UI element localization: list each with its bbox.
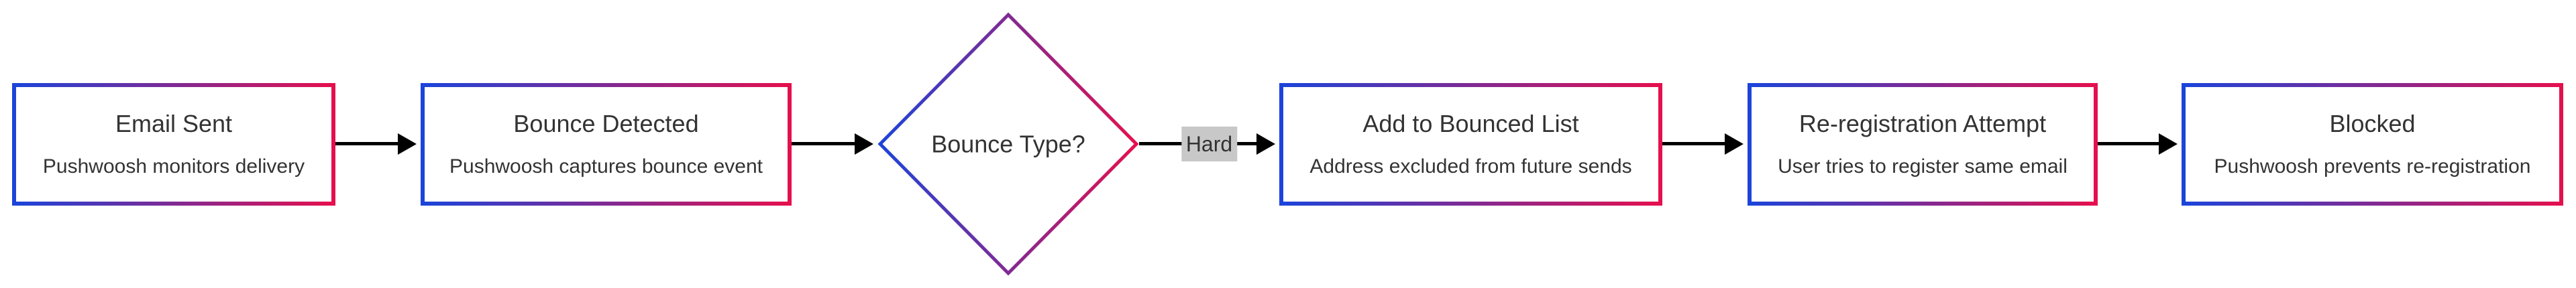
node-title: Re-registration Attempt [1799, 109, 2047, 137]
node-title: Blocked [2329, 109, 2416, 137]
edge-label-hard: Hard [1181, 127, 1238, 161]
flow-arrow-5 [2098, 131, 2182, 157]
flow-arrow-1 [335, 131, 421, 157]
arrow-line [792, 142, 857, 145]
node-subtitle: Address excluded from future sends [1309, 155, 1632, 177]
arrow-line [335, 142, 400, 145]
arrowhead-icon [1256, 133, 1275, 155]
diamond-shape [877, 12, 1139, 276]
node-add-to-bounced-list: Add to Bounced List Address excluded fro… [1279, 82, 1662, 206]
flow-arrow-4 [1662, 131, 1748, 157]
arrowhead-icon [1725, 133, 1743, 155]
node-re-registration-attempt: Re-registration Attempt User tries to re… [1748, 82, 2098, 206]
node-title: Add to Bounced List [1362, 109, 1579, 137]
node-subtitle: Pushwoosh prevents re-registration [2214, 155, 2531, 177]
node-subtitle: Pushwoosh captures bounce event [449, 155, 763, 177]
arrowhead-icon [398, 133, 417, 155]
arrow-line [1662, 142, 1727, 145]
arrowhead-icon [855, 133, 873, 155]
arrowhead-icon [2159, 133, 2178, 155]
flow-arrow-3-hard: Hard [1139, 127, 1279, 161]
node-subtitle: Pushwoosh monitors delivery [42, 155, 305, 177]
arrow-line [2098, 142, 2161, 145]
node-bounce-detected: Bounce Detected Pushwoosh captures bounc… [421, 82, 792, 206]
node-title: Email Sent [115, 109, 233, 137]
flow-arrow-2 [792, 131, 877, 157]
node-title: Bounce Detected [513, 109, 699, 137]
node-subtitle: User tries to register same email [1778, 155, 2068, 177]
node-title: Bounce Type? [931, 130, 1085, 158]
node-blocked: Blocked Pushwoosh prevents re-registrati… [2182, 82, 2563, 206]
decision-bounce-type: Bounce Type? [877, 12, 1139, 276]
node-email-sent: Email Sent Pushwoosh monitors delivery [12, 82, 335, 206]
